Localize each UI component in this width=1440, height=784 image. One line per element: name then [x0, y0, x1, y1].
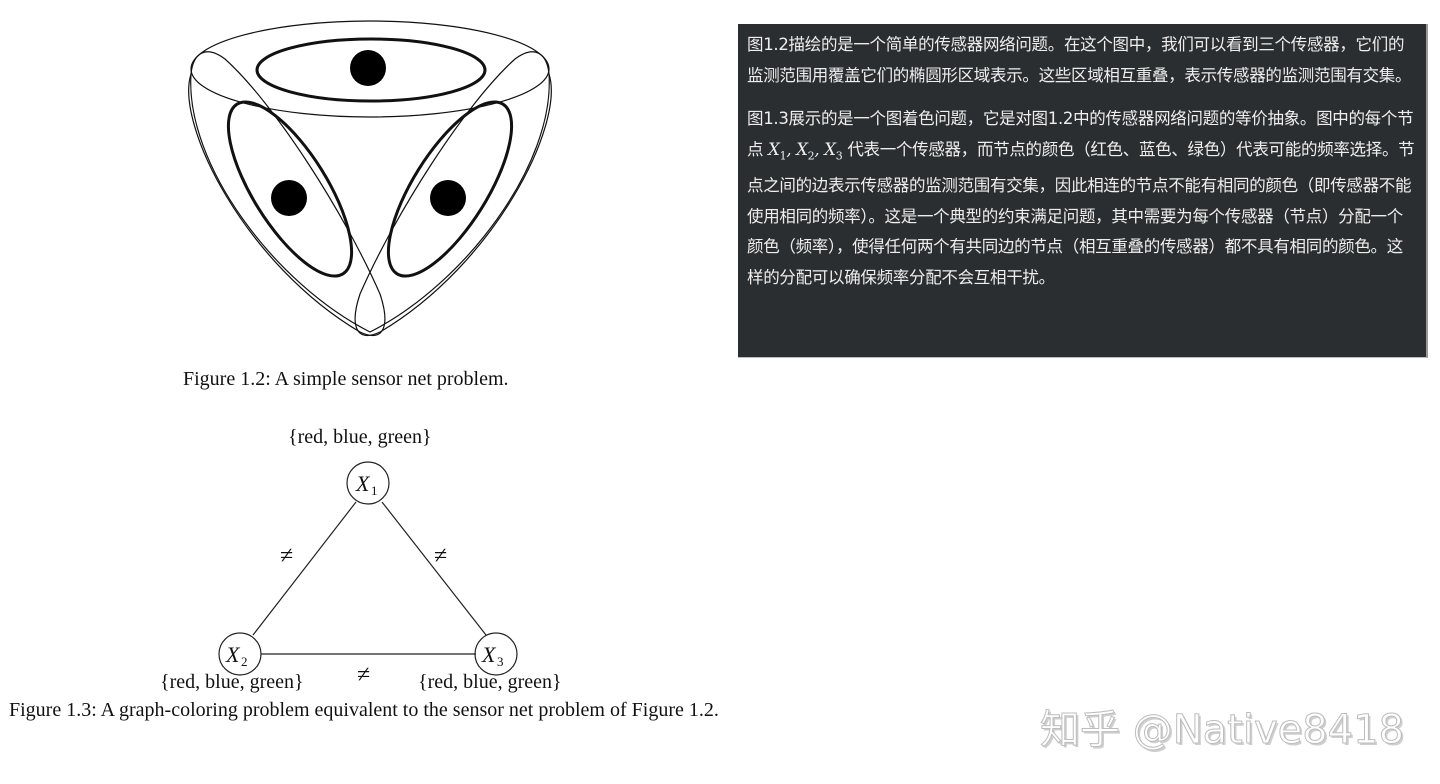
figure-1-2-sensor-net	[188, 20, 552, 337]
sensor-ellipse-right	[386, 100, 514, 278]
sensor-ellipse-left	[226, 100, 354, 278]
sensor-ellipse-top	[255, 37, 487, 103]
zhihu-watermark: 知乎 @Native8418	[1039, 707, 1405, 754]
edge-x1-x2	[252, 501, 357, 636]
explanation-paragraph-1: 图1.2描绘的是一个简单的传感器网络问题。在这个图中，我们可以看到三个传感器，它…	[747, 35, 1412, 85]
svg-text:X: X	[225, 642, 241, 667]
node-x2-domain: {red, blue, green}	[160, 671, 304, 693]
svg-text:2: 2	[241, 654, 248, 669]
sensor-dot-right	[430, 180, 466, 216]
math-node-list: X1, X2, X3	[768, 139, 843, 162]
explanation-panel: 图1.2描绘的是一个简单的传感器网络问题。在这个图中，我们可以看到三个传感器，它…	[738, 24, 1428, 358]
sensor-dot-top	[350, 50, 386, 86]
node-x3-domain: {red, blue, green}	[418, 671, 562, 693]
explanation-paragraph-2: 图1.3展示的是一个图着色问题，它是对图1.2中的传感器网络问题的等价抽象。图中…	[747, 109, 1415, 287]
svg-text:1: 1	[371, 483, 378, 498]
svg-text:X: X	[355, 471, 371, 496]
node-x1-domain: {red, blue, green}	[288, 426, 432, 448]
figure-1-2-caption: Figure 1.2: A simple sensor net problem.	[183, 368, 509, 390]
svg-text:3: 3	[497, 654, 504, 669]
node-x2	[218, 632, 262, 676]
range-ellipse-top	[190, 20, 550, 118]
svg-text:X: X	[481, 642, 497, 667]
neq-x2-x3: ≠	[357, 662, 370, 688]
edge-x1-x3	[381, 501, 487, 636]
sensor-dot-left	[271, 180, 307, 216]
node-x3	[474, 632, 518, 676]
figure-1-3-caption: Figure 1.3: A graph-coloring problem equ…	[9, 699, 719, 721]
neq-x1-x3: ≠	[434, 543, 447, 569]
outer-hull	[190, 73, 550, 333]
node-x1	[346, 461, 390, 505]
range-ellipse-left	[188, 51, 386, 337]
neq-x1-x2: ≠	[280, 543, 293, 569]
range-ellipse-right	[354, 51, 552, 337]
